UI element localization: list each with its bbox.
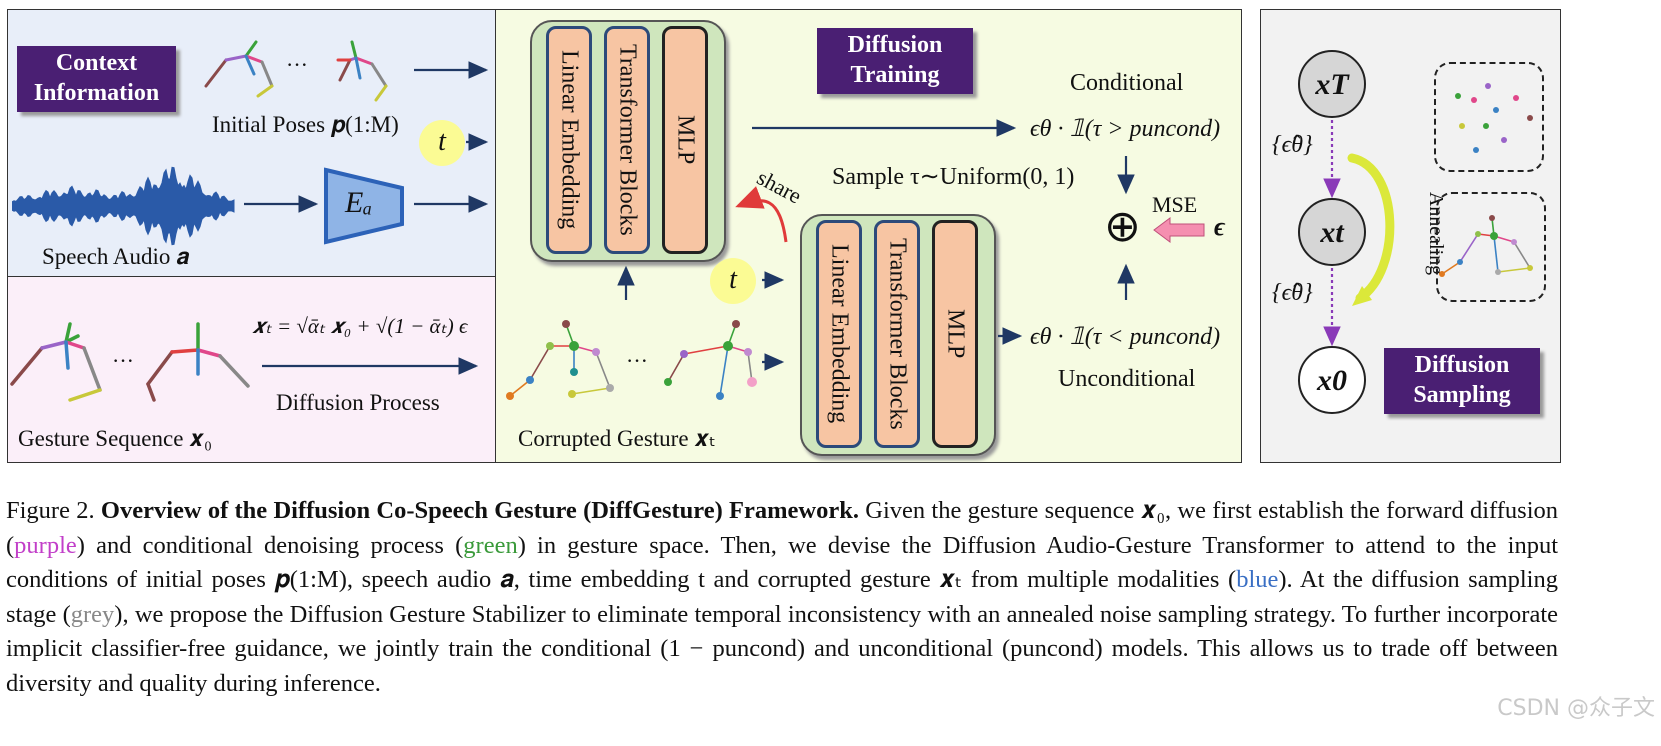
- linear-embedding-block-top: Linear Embedding: [546, 26, 592, 254]
- transformer-blocks-label-top: Transformer Blocks: [614, 44, 641, 236]
- oplus-symbol: ⊕: [1104, 202, 1141, 251]
- encoder-label: Eₐ: [345, 186, 373, 219]
- transformer-blocks-label-bottom: Transformer Blocks: [884, 238, 911, 430]
- noise-epsilon-label: ϵ: [1214, 212, 1226, 241]
- noise-scatter-box: [1434, 62, 1544, 172]
- sample-tau-label: Sample τ∼Uniform(0, 1): [832, 164, 1075, 190]
- speech-waveform: [12, 166, 235, 246]
- unconditional-label: Unconditional: [1058, 366, 1196, 392]
- node-x0: x0: [1298, 346, 1366, 414]
- sampling-title: Diffusion Sampling: [1384, 348, 1540, 414]
- eps-hat-top: {ϵ̂θ}: [1272, 132, 1313, 158]
- mlp-label-top: MLP: [672, 115, 699, 165]
- poses-ellipsis: ···: [286, 52, 308, 77]
- transformer-blocks-block-bottom: Transformer Blocks: [874, 220, 920, 448]
- caption-blue: blue: [1236, 566, 1279, 593]
- gesture-sequence-figure: [10, 322, 250, 402]
- node-xT: xT: [1298, 50, 1366, 118]
- pose-sample-box: [1436, 192, 1546, 302]
- caption-title: Overview of the Diffusion Co-Speech Gest…: [100, 497, 859, 524]
- caption-text-5: ), we propose the Diffusion Gesture Stab…: [6, 600, 1558, 697]
- caption-green: green: [463, 531, 518, 559]
- corrupted-gesture-figure: [506, 320, 757, 400]
- transformer-blocks-block-top: Transformer Blocks: [604, 26, 650, 254]
- caption-grey: grey: [70, 600, 115, 628]
- training-title: Diffusion Training: [817, 28, 973, 94]
- corrupted-gesture-label: Corrupted Gesture 𝒙ₜ: [518, 426, 716, 451]
- linear-embedding-label-top: Linear Embedding: [556, 50, 583, 230]
- diffusion-process-label: Diffusion Process: [276, 390, 440, 415]
- caption-purple: purple: [14, 531, 77, 559]
- corrupted-ellipsis: ···: [626, 348, 648, 373]
- context-title: Context Information: [17, 46, 176, 112]
- gesture-ellipsis: ···: [112, 348, 134, 373]
- forward-diffusion-formula: 𝒙ₜ = √ᾱₜ 𝒙₀ + √(1 − ᾱₜ) ϵ: [252, 314, 468, 338]
- speech-audio-label: Speech Audio 𝒂: [42, 244, 190, 269]
- caption-prefix: Figure 2.: [6, 497, 101, 524]
- eps-hat-bottom: {ϵ̂θ}: [1272, 280, 1313, 306]
- time-circle-training: t: [710, 258, 756, 304]
- figure-caption: Figure 2. Overview of the Diffusion Co-S…: [6, 494, 1558, 701]
- caption-text-1: Given the gesture sequence 𝒙₀, we first …: [6, 497, 1559, 559]
- diffusion-process-panel: [7, 276, 496, 463]
- conditional-label: Conditional: [1070, 70, 1184, 96]
- mlp-block-bottom: MLP: [932, 220, 978, 448]
- mlp-label-bottom: MLP: [942, 309, 969, 359]
- mse-label: MSE: [1152, 192, 1198, 217]
- time-circle-context: t: [419, 120, 465, 166]
- caption-text-4: ). At the diffusion sampling stage (: [6, 566, 1558, 628]
- watermark: CSDN @众子文: [1497, 696, 1655, 721]
- initial-poses-label: Initial Poses 𝒑(1:M): [212, 112, 399, 137]
- linear-embedding-block-bottom: Linear Embedding: [816, 220, 862, 448]
- mlp-block-top: MLP: [662, 26, 708, 254]
- initial-poses-figure: [204, 40, 388, 102]
- node-xt: xt: [1298, 198, 1366, 266]
- sampling-decorations: [1439, 83, 1533, 277]
- unconditional-output-formula: ϵθ · 𝟙(τ < puncond): [1030, 324, 1221, 350]
- caption-text-3: ) in gesture space. Then, we devise the …: [6, 531, 1559, 594]
- gesture-sequence-label: Gesture Sequence 𝒙₀: [18, 426, 212, 451]
- linear-embedding-label-bottom: Linear Embedding: [826, 244, 853, 424]
- conditional-output-formula: ϵθ · 𝟙(τ > puncond): [1030, 116, 1221, 142]
- audio-encoder: [324, 167, 404, 245]
- caption-text-2: ) and conditional denoising process (: [76, 531, 464, 559]
